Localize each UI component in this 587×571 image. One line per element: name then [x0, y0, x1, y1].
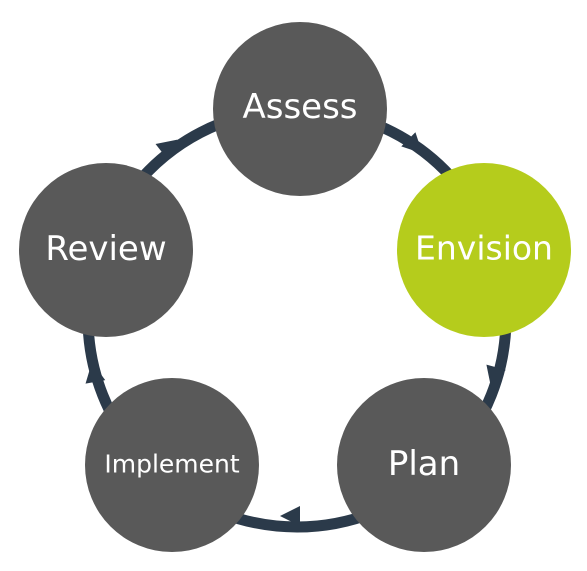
arrow-envision-to-plan — [486, 364, 506, 387]
step-review: Review — [19, 163, 193, 337]
arrow-assess-to-envision — [401, 132, 423, 154]
arrow-review-to-assess — [155, 139, 178, 160]
step-envision: Envision — [397, 163, 571, 337]
step-implement: Implement — [85, 378, 259, 552]
step-circle — [19, 163, 193, 337]
step-label: Review — [45, 229, 166, 269]
arrow-plan-to-implement — [280, 506, 300, 526]
step-circle — [337, 378, 511, 552]
step-circle-highlighted — [397, 163, 571, 337]
step-circle — [213, 22, 387, 196]
arrow-implement-to-review — [85, 362, 106, 384]
step-circle — [85, 378, 259, 552]
step-label: Plan — [388, 444, 460, 484]
step-plan: Plan — [337, 378, 511, 552]
step-label: Implement — [104, 450, 240, 479]
step-label: Envision — [415, 229, 553, 268]
step-assess: Assess — [213, 22, 387, 196]
step-label: Assess — [242, 87, 357, 127]
